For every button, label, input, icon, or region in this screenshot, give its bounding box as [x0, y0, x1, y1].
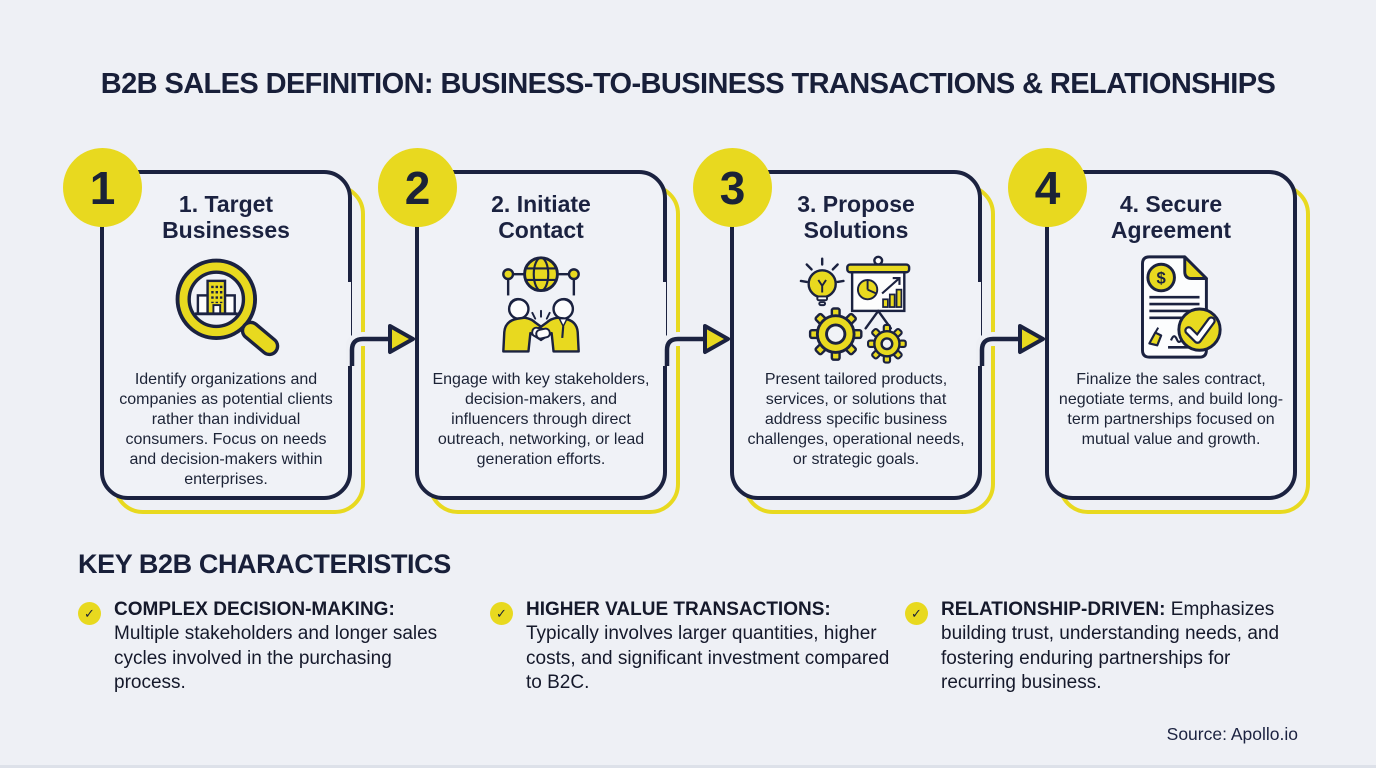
step-title: 2. Initiate Contact [491, 191, 591, 243]
source-attribution: Source: Apollo.io [1166, 724, 1298, 744]
card-3: 3. Propose Solutions [730, 170, 982, 500]
card-4: 4. Secure Agreement $ Finalize the sal [1045, 170, 1297, 500]
flow-arrow-icon [346, 324, 415, 366]
characteristic-label: RELATIONSHIP-DRIVEN: [941, 599, 1166, 620]
card-1: 1. Target Businesses Identify organizati… [100, 170, 352, 500]
border-gap [655, 282, 666, 340]
border-gap [970, 282, 981, 340]
step-description: Present tailored products, services, or … [747, 370, 965, 469]
dollar-sign-glyph: $ [1157, 268, 1167, 287]
handshake-globe-icon [478, 248, 604, 368]
step-card-initiate-contact: 2. Initiate Contact [378, 148, 680, 514]
check-icon: ✓ [490, 602, 513, 625]
step-description: Identify organizations and companies as … [119, 370, 333, 489]
step-title: 1. Target Businesses [162, 191, 290, 243]
characteristic-body: Multiple stakeholders and longer sales c… [114, 623, 438, 693]
step-card-propose-solutions: 3. Propose Solutions [693, 148, 995, 514]
idea-gears-presentation-icon [793, 248, 919, 368]
characteristic-relationship-driven: ✓ RELATIONSHIP-DRIVEN: Emphasizes buildi… [905, 598, 1305, 695]
step-card-target-businesses: 1. Target Businesses Identify organizati… [63, 148, 365, 514]
characteristic-label: HIGHER VALUE TRANSACTIONS: [526, 599, 831, 620]
step-card-secure-agreement: 4. Secure Agreement $ Finalize the sal [1008, 148, 1310, 514]
flow-arrow-icon [661, 324, 730, 366]
step-number-badge: 2 [378, 148, 457, 227]
characteristic-complex-decision-making: ✓ COMPLEX DECISION-MAKING: Multiple stak… [78, 598, 460, 695]
step-number-badge: 1 [63, 148, 142, 227]
step-title: 3. Propose Solutions [797, 191, 915, 243]
bottom-edge-divider [0, 765, 1376, 768]
step-description: Engage with key stakeholders, decision-m… [432, 370, 650, 469]
card-2: 2. Initiate Contact [415, 170, 667, 500]
page-title: B2B SALES DEFINITION: BUSINESS-TO-BUSINE… [100, 68, 1276, 100]
step-title: 4. Secure Agreement [1110, 191, 1232, 243]
border-gap [340, 282, 351, 340]
check-icon: ✓ [78, 602, 101, 625]
step-description: Finalize the sales contract, negotiate t… [1058, 370, 1284, 448]
contract-check-icon: $ [1110, 248, 1232, 368]
flow-arrow-icon [976, 324, 1045, 366]
characteristic-text-block: COMPLEX DECISION-MAKING: Multiple stakeh… [114, 598, 460, 695]
step-number-badge: 4 [1008, 148, 1087, 227]
characteristics-heading: KEY B2B CHARACTERISTICS [78, 549, 451, 579]
characteristic-label: COMPLEX DECISION-MAKING: [114, 599, 395, 620]
check-icon: ✓ [905, 602, 928, 625]
characteristic-text-block: RELATIONSHIP-DRIVEN: Emphasizes building… [941, 598, 1305, 695]
characteristic-higher-value-transactions: ✓ HIGHER VALUE TRANSACTIONS: Typically i… [490, 598, 892, 695]
magnifier-building-icon [163, 248, 289, 368]
characteristic-body: Emphasizes building trust, understanding… [941, 599, 1280, 693]
characteristic-body: Typically involves larger quantities, hi… [526, 623, 890, 693]
step-number-badge: 3 [693, 148, 772, 227]
characteristic-text-block: HIGHER VALUE TRANSACTIONS: Typically inv… [526, 598, 892, 695]
